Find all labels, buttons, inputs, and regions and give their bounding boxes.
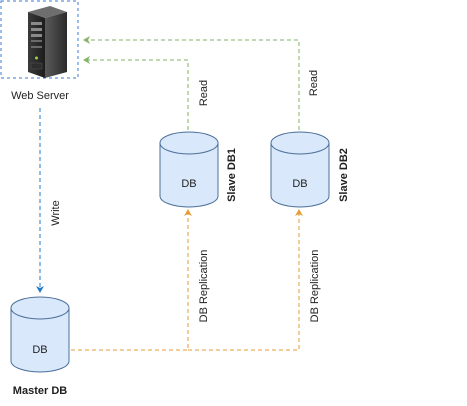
read-edge-1[interactable]: Read — [83, 56, 210, 130]
master-db-node[interactable]: DB Master DB — [10, 296, 70, 397]
slave-db2-node[interactable]: DB Slave DB2 — [270, 131, 350, 208]
replication-arrow-2 — [188, 209, 303, 351]
master-db-icon-text: DB — [32, 344, 47, 356]
database-cylinder-icon — [159, 131, 219, 208]
read-label-1: Read — [198, 80, 210, 106]
selection-box — [0, 0, 79, 79]
read-edge-2[interactable]: Read — [83, 36, 320, 130]
slave-db1-label: Slave DB1 — [226, 148, 238, 202]
slave-db1-icon-text: DB — [181, 178, 196, 190]
replication-edge-2[interactable]: DB Replication — [188, 209, 321, 351]
read-arrow-1 — [83, 56, 189, 130]
slave-db2-label: Slave DB2 — [338, 148, 350, 202]
replication-label-2: DB Replication — [309, 250, 321, 323]
replication-edge-1[interactable]: DB Replication — [71, 209, 210, 351]
slave-db2-icon-text: DB — [292, 178, 307, 190]
read-label-2: Read — [308, 70, 320, 96]
read-arrow-2 — [83, 36, 300, 130]
database-cylinder-icon — [10, 296, 70, 373]
replication-label-1: DB Replication — [198, 250, 210, 323]
web-server-label: Web Server — [11, 90, 69, 102]
master-db-label: Master DB — [13, 385, 67, 397]
write-edge[interactable]: Write — [36, 108, 62, 293]
write-label: Write — [50, 200, 62, 225]
replication-arrow-1 — [71, 209, 192, 351]
server-tower-icon — [28, 6, 67, 78]
web-server-node[interactable]: Web Server — [0, 0, 79, 102]
slave-db1-node[interactable]: DB Slave DB1 — [159, 131, 238, 208]
database-cylinder-icon — [270, 131, 330, 208]
